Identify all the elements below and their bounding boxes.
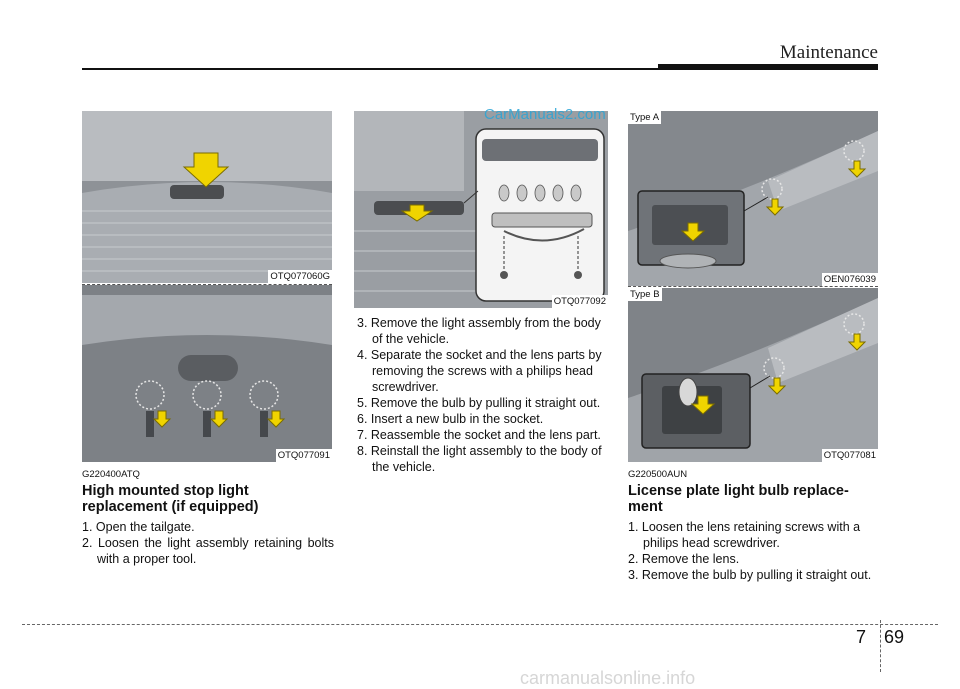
- image-caption: OEN076039: [821, 273, 878, 286]
- section-title-line: High mounted stop light: [82, 483, 249, 499]
- step-item: 1. Open the tailgate.: [82, 520, 195, 534]
- image-caption: OTQ077081: [821, 449, 878, 462]
- image-caption: OTQ077092: [551, 295, 608, 308]
- section-title-line: ment: [628, 499, 663, 515]
- step-item: 6. Insert a new bulb in the socket.: [357, 412, 544, 426]
- step-item: 2. Remove the lens.: [628, 552, 740, 566]
- license-light-type-a-image: Type A OEN076039: [628, 111, 878, 286]
- image-separator: [628, 286, 878, 287]
- header-rule-bold: [658, 64, 878, 70]
- stop-light-location-image: OTQ077060G: [82, 111, 332, 283]
- retaining-bolts-image: OTQ077091: [82, 285, 332, 462]
- step-item: 1. Loosen the lens retaining screws with…: [628, 520, 861, 550]
- step-item: 3. Remove the light assembly from the bo…: [357, 316, 601, 346]
- type-label: Type B: [628, 288, 662, 301]
- section-title: License plate light bulb replace- ment: [628, 483, 888, 515]
- footer-divider: [880, 620, 881, 672]
- step-item: 2. Loosen the light assembly retaining b…: [82, 536, 334, 566]
- step-item: 7. Reassemble the socket and the lens pa…: [357, 428, 601, 442]
- chapter-number: 7: [856, 627, 867, 647]
- step-item: 5. Remove the bulb by pulling it straigh…: [357, 396, 601, 410]
- footer-watermark: carmanualsonline.info: [520, 668, 696, 688]
- step-list: 1. Loosen the lens retaining screws with…: [628, 519, 880, 583]
- step-item: 3. Remove the bulb by pulling it straigh…: [628, 568, 872, 582]
- light-assembly-image: OTQ077092: [354, 111, 608, 308]
- page-number: 69: [884, 627, 905, 647]
- image-separator: [82, 284, 332, 285]
- step-list: 3. Remove the light assembly from the bo…: [357, 315, 605, 475]
- license-light-type-b-image: Type B OTQ077081: [628, 288, 878, 462]
- footer-rule: [22, 624, 938, 625]
- page-header-title: Maintenance: [779, 42, 878, 63]
- step-list: 1. Open the tailgate. 2. Loosen the ligh…: [82, 519, 334, 567]
- step-item: 8. Reinstall the light assembly to the b…: [357, 444, 602, 474]
- section-code: G220400ATQ: [82, 469, 140, 480]
- image-caption: OTQ077091: [275, 449, 332, 462]
- section-title-line: replacement (if equipped): [82, 499, 259, 515]
- type-label: Type A: [628, 111, 662, 124]
- section-title-line: License plate light bulb replace-: [628, 483, 849, 499]
- watermark: CarManuals2.com: [484, 106, 606, 123]
- image-caption: OTQ077060G: [268, 270, 332, 283]
- section-title: High mounted stop light replacement (if …: [82, 483, 342, 515]
- step-item: 4. Separate the socket and the lens part…: [357, 348, 602, 394]
- section-code: G220500AUN: [628, 469, 688, 480]
- header-rule: [82, 68, 658, 70]
